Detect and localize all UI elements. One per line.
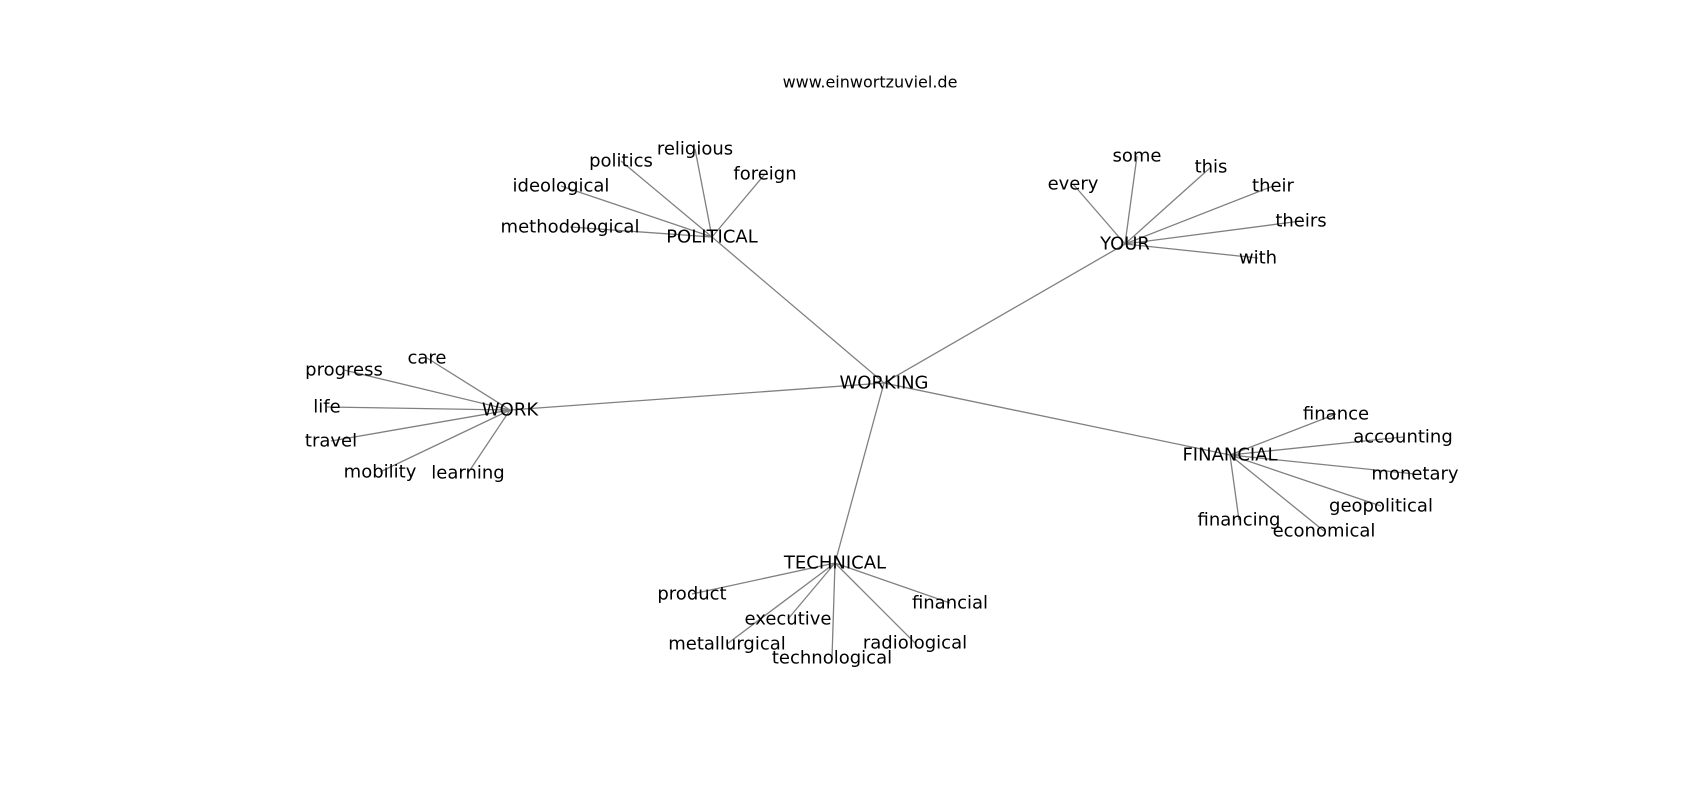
edge-technical-metallurgical xyxy=(726,562,836,645)
node-leaf-metallurgical: metallurgical xyxy=(668,634,786,655)
node-leaf-foreign: foreign xyxy=(733,164,796,185)
edge-financial-monetary xyxy=(1229,454,1416,475)
edge-political-foreign xyxy=(711,173,766,238)
node-leaf-radiological: radiological xyxy=(863,633,967,654)
node-leaf-methodological: methodological xyxy=(501,217,640,238)
node-leaf-mobility: mobility xyxy=(344,462,417,483)
node-leaf-life: life xyxy=(313,397,340,418)
node-leaf-economical: economical xyxy=(1273,521,1376,542)
edge-technical-financial xyxy=(834,562,951,604)
edge-your-this xyxy=(1124,166,1212,245)
edge-financial-geopolitical xyxy=(1229,454,1382,507)
node-leaf-every: every xyxy=(1048,174,1099,195)
edges-layer xyxy=(326,148,1416,659)
edge-technical-executive xyxy=(787,562,836,620)
node-leaf-learning: learning xyxy=(431,463,504,484)
edge-your-every xyxy=(1072,183,1126,245)
node-leaf-executive: executive xyxy=(744,609,831,630)
edge-financial-accounting xyxy=(1229,436,1404,456)
node-leaf-their: their xyxy=(1252,176,1295,197)
node-leaf-accounting: accounting xyxy=(1353,427,1453,448)
edge-technical-radiological xyxy=(834,562,916,644)
edge-work-learning xyxy=(467,409,511,474)
edge-your-some xyxy=(1124,155,1138,245)
node-center-working: WORKING xyxy=(840,373,929,394)
edge-technical-product xyxy=(691,562,836,595)
node-hub-technical: TECHNICAL xyxy=(783,553,886,574)
edge-political-religious xyxy=(694,148,713,238)
node-hub-political: POLITICAL xyxy=(666,227,758,248)
node-hub-work: WORK xyxy=(482,400,539,421)
node-hub-your: YOUR xyxy=(1099,234,1150,255)
node-leaf-theirs: theirs xyxy=(1275,211,1326,232)
edge-technical-technological xyxy=(831,562,836,659)
edge-financial-economical xyxy=(1229,454,1325,532)
node-leaf-care: care xyxy=(407,348,446,369)
edge-your-their xyxy=(1124,185,1274,245)
edge-work-progress xyxy=(343,369,511,411)
node-hub-financial: FINANCIAL xyxy=(1182,445,1277,466)
edge-work-care xyxy=(426,357,511,411)
node-leaf-some: some xyxy=(1113,146,1162,167)
node-leaf-geopolitical: geopolitical xyxy=(1329,496,1433,517)
edge-political-ideological xyxy=(560,185,713,238)
edge-your-theirs xyxy=(1124,220,1302,245)
edge-work-travel xyxy=(330,409,511,442)
node-leaf-travel: travel xyxy=(305,431,357,452)
edge-center-political xyxy=(711,236,885,384)
node-leaf-ideological: ideological xyxy=(513,176,610,197)
edge-center-financial xyxy=(883,382,1231,456)
node-leaf-politics: politics xyxy=(589,151,653,172)
node-leaf-monetary: monetary xyxy=(1371,464,1459,485)
node-leaf-with: with xyxy=(1239,248,1277,269)
edge-financial-financing xyxy=(1229,454,1240,521)
node-leaf-financial: financial xyxy=(912,593,988,614)
edge-work-life xyxy=(326,406,511,411)
node-leaf-religious: religious xyxy=(657,139,733,160)
labels-layer: www.einwortzuviel.de WORKING POLITICAL pol… xyxy=(305,73,1459,669)
edge-your-with xyxy=(1124,243,1259,259)
graph-title: www.einwortzuviel.de xyxy=(783,73,958,92)
edge-political-politics xyxy=(620,160,713,238)
node-leaf-this: this xyxy=(1195,157,1228,178)
edge-political-methodological xyxy=(569,226,713,238)
node-leaf-progress: progress xyxy=(305,360,383,381)
edge-work-mobility xyxy=(379,409,511,473)
edge-center-work xyxy=(509,382,885,411)
edge-center-technical xyxy=(834,382,885,564)
edge-center-your xyxy=(883,243,1126,384)
node-leaf-product: product xyxy=(657,584,726,605)
edge-financial-finance xyxy=(1229,413,1337,456)
node-leaf-technological: technological xyxy=(772,648,892,669)
node-leaf-finance: finance xyxy=(1303,404,1369,425)
node-leaf-financing: financing xyxy=(1198,510,1281,531)
